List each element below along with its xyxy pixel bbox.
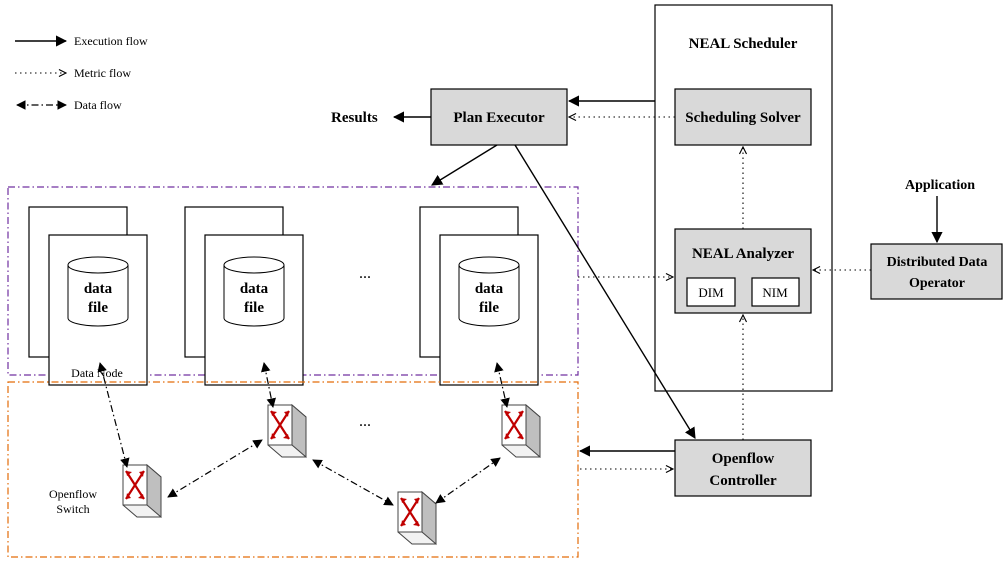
- distributed-operator-box: [870, 243, 1003, 300]
- data-link-switch-d-c: [435, 457, 501, 504]
- results-label: Results: [331, 110, 378, 126]
- openflow-controller-label-line1: Openflow: [712, 451, 775, 467]
- scheduling-solver-label: Scheduling Solver: [685, 110, 801, 126]
- data-node-1: data file Data Node: [28, 206, 148, 386]
- arrow-executor-to-storage: [431, 144, 498, 186]
- execution-flows: [392, 95, 943, 457]
- openflow-switch-icon: [396, 490, 438, 546]
- data-link-node1-switch: [97, 362, 130, 468]
- metric-flows: [569, 117, 871, 469]
- storage-region: [7, 186, 579, 376]
- legend-data-label: Data flow: [74, 98, 122, 112]
- data-file-label-line2: file: [244, 300, 264, 316]
- dim-label: DIM: [698, 285, 724, 300]
- database-cylinder-icon: [458, 265, 520, 327]
- openflow-controller-box: [674, 439, 812, 497]
- data-file-label-line1: data: [84, 281, 113, 297]
- openflow-switch-label-line2: Switch: [56, 502, 89, 516]
- distributed-operator-label-line2: Operator: [909, 276, 965, 291]
- database-cylinder-top: [67, 256, 129, 274]
- data-file-label-line1: data: [475, 281, 504, 297]
- network-region: [7, 381, 579, 558]
- nim-label: NIM: [762, 285, 788, 300]
- data-nodes-ellipsis: ...: [359, 265, 371, 282]
- arrow-executor-to-controller: [514, 144, 696, 439]
- data-link-switch-b-d: [312, 459, 394, 506]
- legend-execution-label: Execution flow: [74, 34, 148, 48]
- application-label: Application: [905, 178, 975, 193]
- data-node-3: data file: [419, 206, 539, 386]
- plan-executor-label: Plan Executor: [453, 110, 545, 126]
- neal-scheduler-title: NEAL Scheduler: [689, 36, 798, 52]
- openflow-controller-label-line2: Controller: [709, 473, 777, 489]
- nim-box: [751, 277, 800, 307]
- data-link-switch-a-b: [167, 439, 263, 498]
- openflow-switch-icon: [121, 463, 163, 519]
- switches-ellipsis: ...: [359, 413, 371, 430]
- openflow-switch-icon: [266, 403, 308, 459]
- database-cylinder-icon: [67, 265, 129, 327]
- data-file-label-line2: file: [88, 300, 108, 316]
- dim-box: [686, 277, 736, 307]
- openflow-switch-icon: [500, 403, 542, 459]
- data-file-label-line2: file: [479, 300, 499, 316]
- scheduling-solver-box: [674, 88, 812, 146]
- neal-analyzer-label: NEAL Analyzer: [692, 246, 794, 262]
- database-cylinder-top: [458, 256, 520, 274]
- distributed-operator-label-line1: Distributed Data: [887, 255, 988, 270]
- data-file-label-line1: data: [240, 281, 269, 297]
- data-node-2: data file: [184, 206, 304, 386]
- data-node-label: Data Node: [71, 366, 123, 380]
- database-cylinder-icon: [223, 265, 285, 327]
- openflow-switch-label-line1: Openflow: [49, 487, 97, 501]
- legend-metric-label: Metric flow: [74, 66, 131, 80]
- data-flows: [97, 362, 510, 506]
- database-cylinder-top: [223, 256, 285, 274]
- legend: Execution flow Metric flow Data flow: [15, 34, 148, 112]
